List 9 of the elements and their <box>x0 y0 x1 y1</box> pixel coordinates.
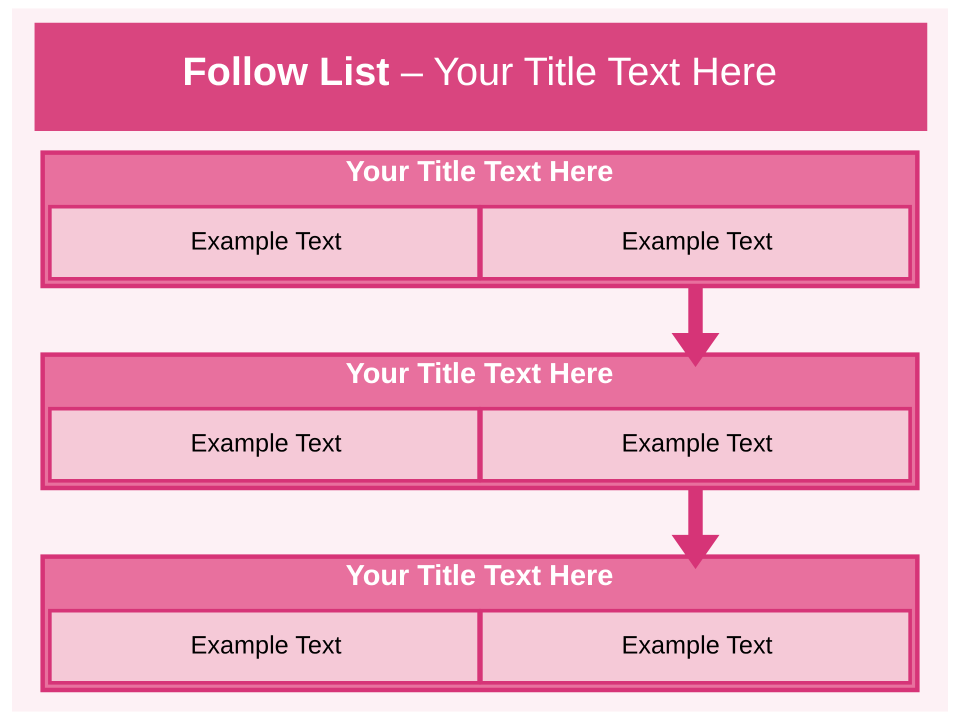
node-box: Example Text <box>479 608 912 685</box>
arrow <box>672 488 720 570</box>
diagram-title: Follow List – Your Title Text Here <box>182 50 778 94</box>
node-box: Example Text <box>48 204 481 281</box>
node-box: Example Text <box>479 406 912 483</box>
node-box: Example Text <box>48 406 481 483</box>
node-box: Example Text <box>479 204 912 281</box>
arrow <box>672 286 720 368</box>
node-box: Example Text <box>48 608 481 685</box>
